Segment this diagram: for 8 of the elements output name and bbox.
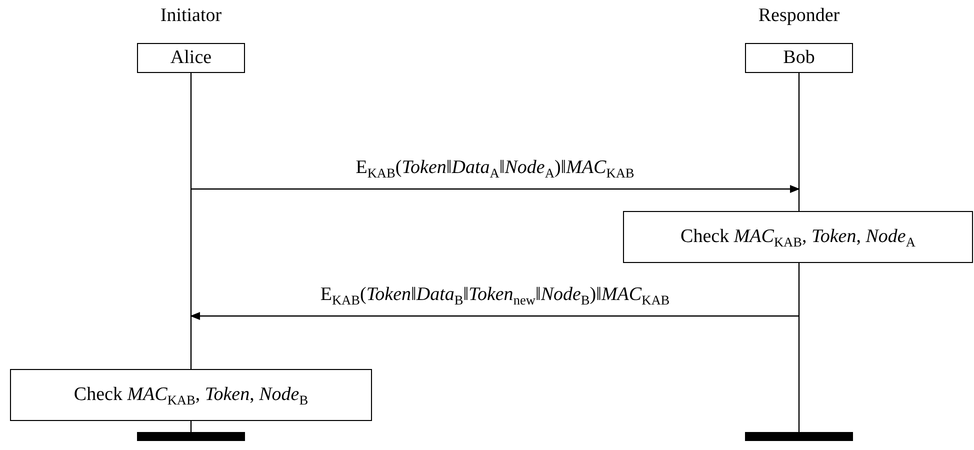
participant-role: Responder	[757, 5, 841, 27]
message-arrow	[191, 185, 800, 193]
participant-box: Bob	[745, 43, 853, 73]
participant-role: Initiator	[159, 5, 223, 27]
action-box: Check MAC$_{KAB}$, Token, Node$_{A}$	[623, 211, 973, 263]
participant-box: Alice	[137, 43, 245, 73]
message-arrow	[190, 312, 799, 320]
action-box: Check MAC$_{KAB}$, Token, Node$_{B}$	[10, 369, 372, 421]
